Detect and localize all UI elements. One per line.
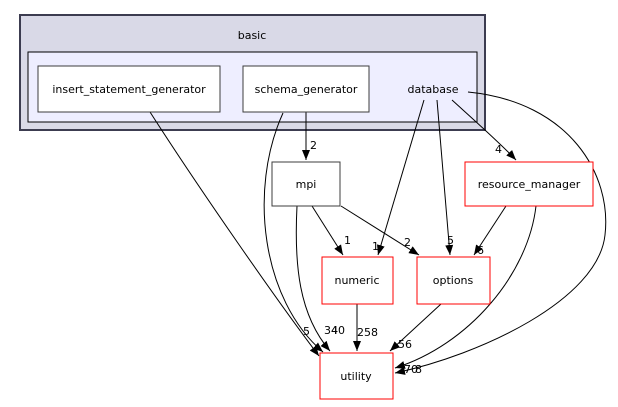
edge-options-to-utility xyxy=(389,303,442,352)
cluster-basic-label[interactable]: basic xyxy=(238,29,267,42)
node-options[interactable]: options xyxy=(416,256,491,305)
edge-label-numeric-utility: 258 xyxy=(357,326,378,339)
edge-label-database-utility: 8 xyxy=(415,363,422,376)
node-numeric-label[interactable]: numeric xyxy=(334,274,379,287)
edge-label-insert_statement_generator-utility: 5 xyxy=(303,325,310,338)
edge-database-to-options xyxy=(436,99,454,256)
edge-label-resource_manager-utility: 70 xyxy=(404,363,418,376)
edge-database-to-resource_manager xyxy=(451,99,517,161)
node-resource-manager[interactable]: resource_manager xyxy=(464,161,594,207)
edge-resource_manager-to-options xyxy=(473,205,507,256)
node-resource-manager-label[interactable]: resource_manager xyxy=(478,178,581,191)
edge-label-database-options: 5 xyxy=(447,234,454,247)
node-options-label[interactable]: options xyxy=(433,274,474,287)
node-database-label: database xyxy=(408,83,459,96)
node-schema-generator[interactable]: schema_generator xyxy=(242,65,370,113)
node-numeric[interactable]: numeric xyxy=(321,256,394,305)
edge-database-to-utility xyxy=(394,91,607,375)
node-schema-generator-label[interactable]: schema_generator xyxy=(255,83,358,96)
edge-mpi-to-utility xyxy=(295,205,331,352)
edge-mpi-to-options xyxy=(340,205,420,256)
edge-label-schema_generator-utility: 34 xyxy=(324,324,338,337)
node-utility[interactable]: utility xyxy=(319,352,394,400)
node-insert-statement-generator[interactable]: insert_statement_generator xyxy=(37,65,221,113)
edge-label-schema_generator-mpi: 2 xyxy=(310,139,317,152)
node-mpi[interactable]: mpi xyxy=(271,161,341,207)
node-mpi-label[interactable]: mpi xyxy=(296,178,317,191)
edge-database-to-numeric xyxy=(377,99,425,256)
node-insert-statement-generator-label[interactable]: insert_statement_generator xyxy=(52,83,206,96)
edge-schema_generator-to-utility xyxy=(263,112,324,353)
edge-label-mpi-utility: 40 xyxy=(331,324,345,337)
edge-label-database-numeric: 1 xyxy=(372,240,379,253)
edge-label-mpi-options: 2 xyxy=(404,236,411,249)
edge-label-database-resource_manager: 4 xyxy=(495,143,502,156)
edge-label-mpi-numeric: 1 xyxy=(344,234,351,247)
edge-label-resource_manager-options: 6 xyxy=(477,244,484,257)
edge-insert_statement_generator-to-utility xyxy=(149,111,320,357)
edge-label-options-utility: 56 xyxy=(398,338,412,351)
node-utility-label[interactable]: utility xyxy=(340,370,372,383)
edge-mpi-to-numeric xyxy=(311,205,344,256)
